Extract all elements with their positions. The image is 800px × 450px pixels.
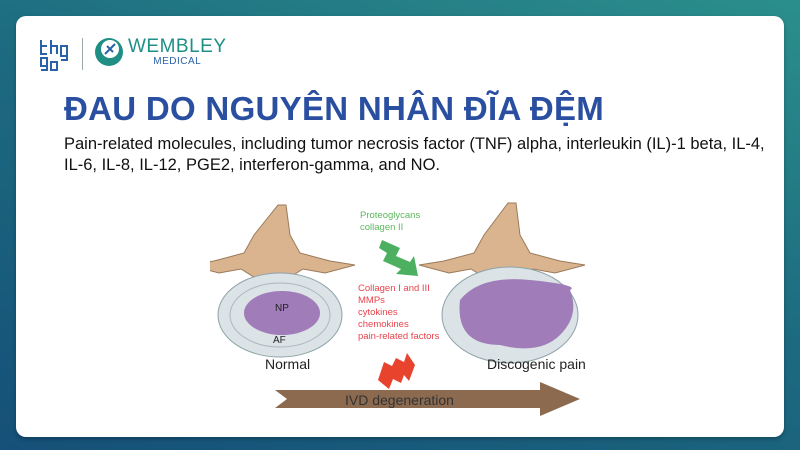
green-down-arrow	[379, 240, 418, 276]
down-factors: Proteoglycans collagen II	[360, 210, 420, 234]
tgnga-logo	[40, 40, 68, 71]
factor: MMPs	[358, 295, 385, 306]
slide-body: Pain-related molecules, including tumor …	[64, 135, 765, 174]
factor: chemokines	[358, 319, 409, 330]
red-up-arrow	[378, 353, 415, 389]
normal-vertebra	[210, 204, 356, 358]
factor: cytokines	[358, 307, 398, 318]
brand-sub: MEDICAL	[153, 56, 202, 67]
degenerated-vertebra	[418, 202, 586, 364]
logo-divider	[82, 38, 83, 70]
ivd-degeneration-arrow	[275, 382, 580, 416]
brand-name: WEMBLEY	[128, 36, 227, 57]
slide-title: ĐAU DO NGUYÊN NHÂN ĐĨA ĐỆM	[64, 90, 605, 127]
up-factors: Collagen I and III MMPs cytokines chemok…	[358, 283, 439, 343]
disc-degeneration-figure: NP AF Normal Discogenic pain Proteoglyca…	[210, 195, 610, 425]
factor: pain-related factors	[358, 331, 440, 342]
np-label: NP	[275, 303, 289, 314]
factor: Proteoglycans	[360, 210, 421, 221]
gear-icon	[95, 38, 123, 66]
factor: collagen II	[360, 222, 404, 233]
normal-label: Normal	[265, 356, 311, 372]
factor: Collagen I and III	[358, 283, 430, 294]
af-label: AF	[273, 335, 286, 346]
ivd-degeneration-label: IVD degeneration	[345, 392, 454, 408]
discogenic-pain-label: Discogenic pain	[487, 356, 586, 372]
